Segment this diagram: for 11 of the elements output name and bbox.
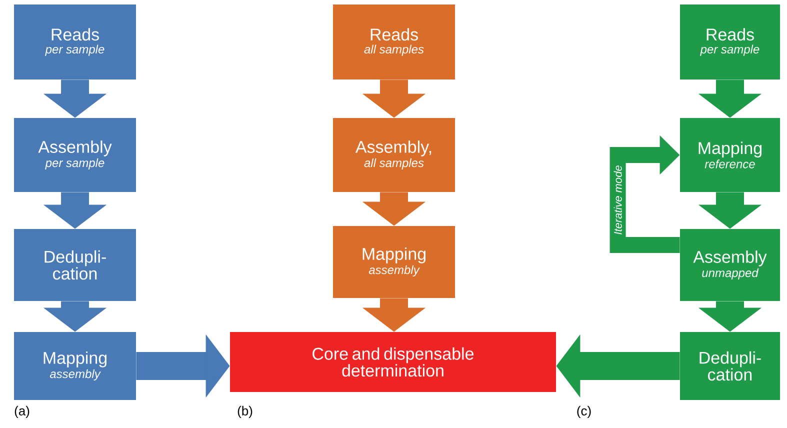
process-box: Reads per sample	[680, 4, 780, 80]
panel-label: (c)	[577, 406, 591, 418]
process-box: Assembly unmapped	[680, 229, 780, 301]
process-box: Reads per sample	[14, 4, 136, 80]
panel-label: (b)	[238, 406, 252, 418]
process-box: Core and dispensable determination	[230, 332, 556, 392]
edge-label: Iterative mode	[612, 164, 623, 236]
arrow	[610, 135, 680, 253]
process-box: Dedupli- cation	[680, 332, 780, 400]
process-box: Mapping reference	[680, 118, 780, 192]
process-box: Reads all samples	[333, 4, 455, 80]
